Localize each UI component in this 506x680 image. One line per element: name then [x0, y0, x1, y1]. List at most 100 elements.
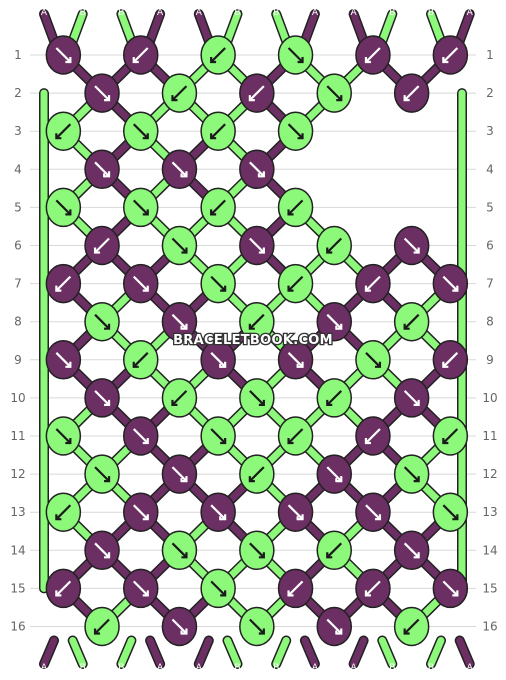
- knot-arrow: [403, 466, 420, 482]
- row-label-left: 7: [14, 277, 22, 291]
- knot: [432, 416, 469, 456]
- knot-arrow: [132, 428, 149, 444]
- knot-arrowhead: [413, 247, 420, 254]
- knot-arrowhead: [104, 552, 111, 559]
- row-label-left: 10: [10, 391, 25, 405]
- strand-segment: [195, 10, 213, 45]
- knot-arrowhead: [336, 95, 343, 102]
- knot-arrow: [442, 352, 459, 368]
- knot-arrowhead: [413, 476, 420, 483]
- knot: [393, 530, 430, 571]
- knot-arrowhead: [210, 57, 217, 64]
- knot-arrow: [210, 428, 226, 444]
- knot-arrowhead: [248, 323, 255, 330]
- strand-segment: [146, 637, 164, 668]
- row-label-left: 15: [10, 581, 25, 595]
- strand-top-label: A: [467, 8, 474, 18]
- row-label-right: 16: [482, 620, 497, 634]
- knot: [45, 568, 82, 609]
- knot-arrowhead: [364, 57, 371, 64]
- strand-segment: [224, 637, 241, 668]
- knot-arrowhead: [336, 476, 343, 483]
- knot-arrow: [326, 85, 343, 101]
- strand-bottom-label: B: [273, 663, 279, 673]
- knot-arrow: [171, 618, 188, 635]
- knot-arrow: [249, 237, 265, 254]
- knot-arrow: [210, 580, 226, 597]
- strand-segment: [146, 10, 164, 45]
- knot-arrowhead: [55, 133, 62, 140]
- row-label-left: 2: [14, 86, 22, 100]
- knot-arrow: [55, 580, 72, 597]
- knot-arrowhead: [142, 133, 149, 140]
- row-label-left: 8: [14, 315, 22, 329]
- knot: [84, 530, 120, 571]
- knot-arrow: [326, 466, 343, 482]
- strand-top-label: B: [234, 8, 240, 18]
- strand-segment: [69, 637, 87, 668]
- knot-arrow: [55, 199, 72, 216]
- knot-arrow: [210, 275, 226, 292]
- knot: [316, 225, 352, 266]
- strand-segment: [350, 637, 368, 668]
- knot: [277, 111, 314, 151]
- knot-arrow: [94, 161, 110, 178]
- knot-arrowhead: [297, 514, 304, 521]
- knot-arrowhead: [297, 361, 304, 368]
- knot-arrowhead: [364, 590, 371, 597]
- knot-arrow: [365, 352, 381, 368]
- knot: [239, 530, 275, 571]
- knot: [239, 149, 275, 190]
- knot-arrowhead: [413, 399, 420, 406]
- knot-arrowhead: [326, 552, 333, 559]
- knot-arrowhead: [287, 285, 294, 292]
- knot-arrowhead: [336, 628, 343, 635]
- knot-arrowhead: [104, 476, 111, 483]
- strand-segment: [378, 10, 396, 45]
- knot-arrow: [171, 161, 188, 178]
- knot-arrow: [442, 580, 459, 597]
- strand-top-label: A: [196, 8, 203, 18]
- strand-top-label: B: [118, 8, 124, 18]
- knot-arrow: [249, 390, 265, 406]
- knot-arrowhead: [171, 95, 178, 102]
- strand-segment: [117, 637, 135, 668]
- knot-arrowhead: [287, 209, 294, 216]
- strand-top-label: A: [157, 8, 164, 18]
- knot-arrowhead: [171, 399, 178, 406]
- knot-arrow: [171, 390, 188, 406]
- knot-arrowhead: [248, 476, 255, 483]
- knot: [200, 111, 236, 151]
- strand-bottom-label: A: [196, 663, 203, 673]
- row-label-right: 3: [486, 124, 494, 138]
- knot-arrow: [55, 352, 72, 368]
- knot: [277, 416, 314, 456]
- knot: [123, 263, 159, 304]
- strand-top-label: A: [351, 8, 358, 18]
- row-label-right: 15: [482, 581, 497, 595]
- knot: [84, 73, 120, 113]
- knot-arrow: [287, 504, 304, 520]
- knot-arrowhead: [65, 209, 72, 216]
- knot: [84, 606, 120, 647]
- knot-arrow: [249, 85, 265, 101]
- strand-segment: [272, 10, 290, 45]
- strand-segment: [224, 10, 241, 45]
- strand-bottom-label: A: [351, 663, 358, 673]
- knot: [316, 530, 352, 571]
- knot-arrow: [55, 504, 72, 520]
- strand-bottom-label: A: [467, 663, 474, 673]
- strand-bottom-label: B: [428, 663, 434, 673]
- knot: [316, 606, 352, 647]
- knot-arrowhead: [403, 628, 410, 635]
- knot-arrow: [132, 275, 149, 292]
- knot: [316, 454, 352, 494]
- knot: [316, 378, 352, 418]
- knot-arrow: [55, 47, 72, 63]
- knot-arrowhead: [104, 95, 111, 102]
- row-label-right: 7: [486, 277, 494, 291]
- knot-arrow: [403, 313, 420, 330]
- knot: [316, 73, 352, 113]
- knot-arrowhead: [403, 95, 410, 102]
- row-label-left: 5: [14, 200, 22, 214]
